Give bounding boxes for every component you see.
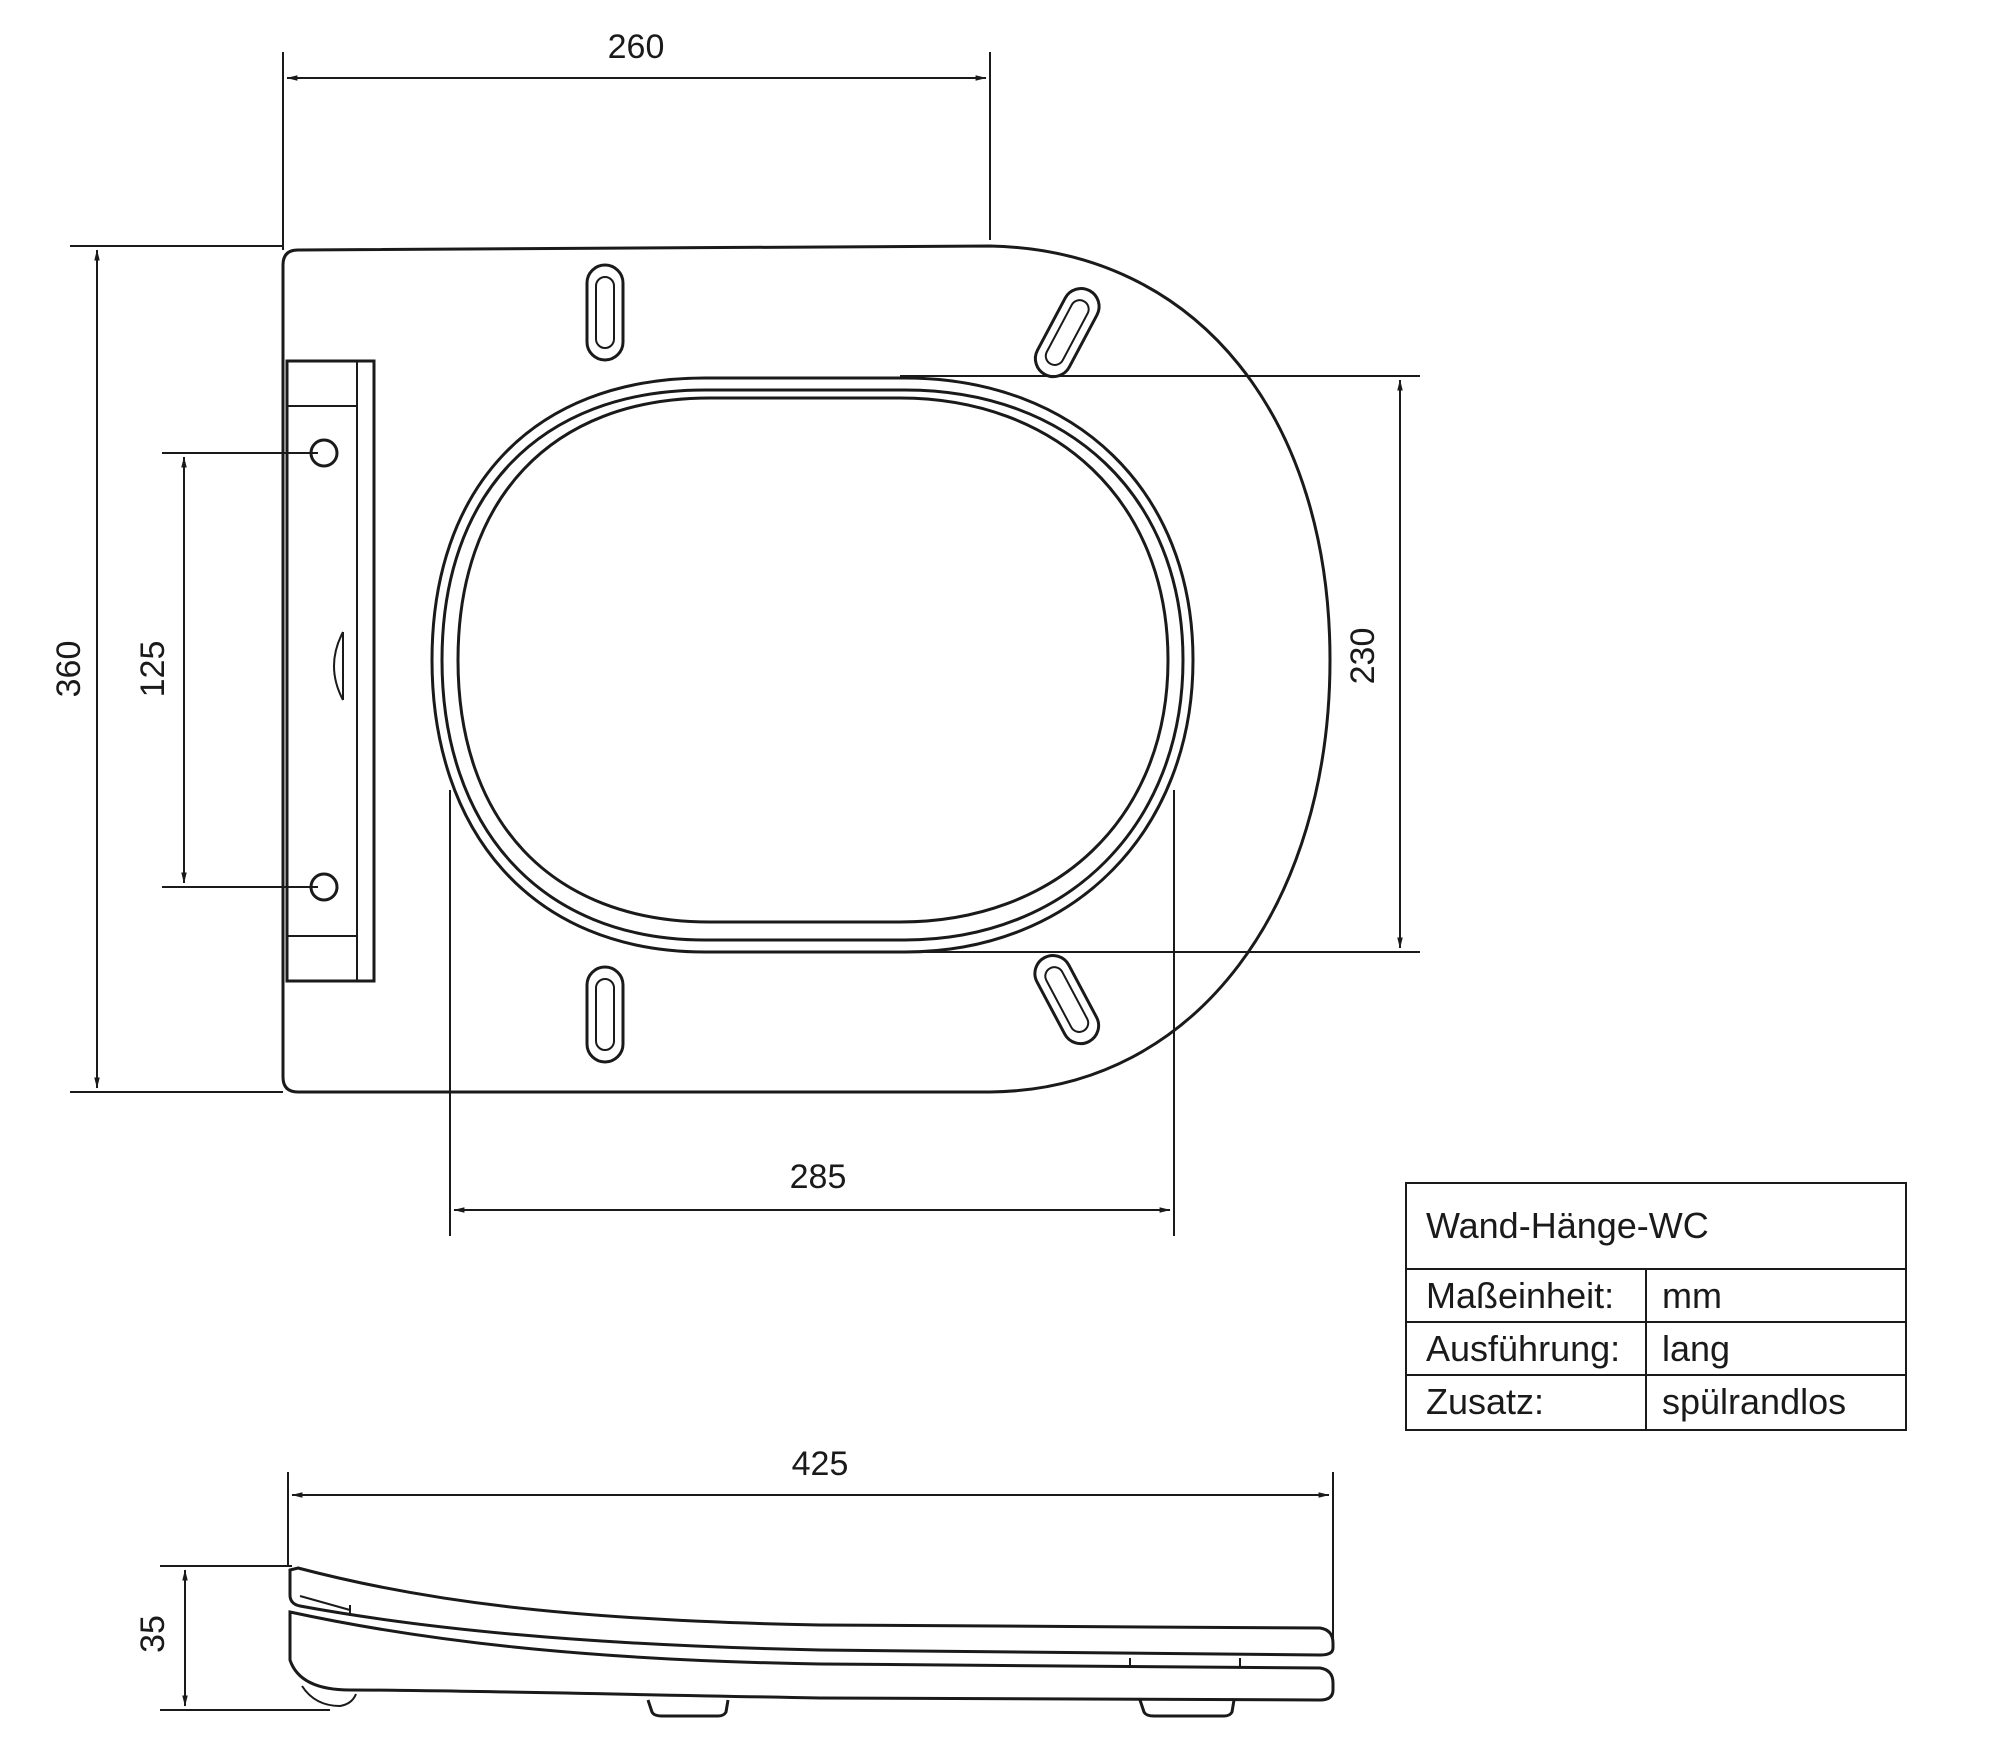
buffer-slot-top-right bbox=[1033, 287, 1101, 379]
side-buffer-front bbox=[646, 1699, 730, 1718]
info-table-value-unit: mm bbox=[1662, 1275, 1722, 1316]
seat-ring-inner bbox=[456, 396, 1170, 924]
info-table-label-version: Ausführung: bbox=[1426, 1328, 1620, 1369]
dimension-260: 260 bbox=[282, 28, 991, 250]
buffer-slot-bottom-right bbox=[1033, 954, 1101, 1046]
dimension-label-285: 285 bbox=[790, 1158, 847, 1196]
info-table-title: Wand-Hänge-WC bbox=[1426, 1205, 1709, 1246]
side-buffer-rear bbox=[1138, 1699, 1236, 1718]
dimension-label-425: 425 bbox=[792, 1445, 849, 1483]
dimension-35: 35 bbox=[134, 1565, 330, 1711]
info-table-label-unit: Maßeinheit: bbox=[1426, 1275, 1614, 1316]
info-table: Wand-Hänge-WC Maßeinheit: mm Ausführung:… bbox=[1405, 1182, 1907, 1431]
dimension-425: 425 bbox=[287, 1445, 1334, 1640]
dimension-360: 360 bbox=[50, 245, 283, 1093]
side-view: 425 35 bbox=[134, 1445, 1335, 1718]
buffer-slot-bottom-left bbox=[585, 965, 625, 1064]
dimension-125: 125 bbox=[134, 452, 318, 888]
seat-ring-outer bbox=[430, 376, 1195, 954]
hinge-plate bbox=[285, 359, 376, 983]
dimension-label-125: 125 bbox=[134, 641, 172, 698]
dimension-label-230: 230 bbox=[1344, 628, 1382, 685]
info-table-label-extra: Zusatz: bbox=[1426, 1381, 1544, 1422]
seat-ring-mid bbox=[440, 388, 1185, 942]
dimension-230: 230 bbox=[900, 375, 1420, 953]
dimension-label-35: 35 bbox=[134, 1615, 172, 1653]
seat-outline bbox=[281, 244, 1332, 1094]
info-table-value-version: lang bbox=[1662, 1328, 1730, 1369]
buffer-slot-top-left bbox=[585, 263, 625, 362]
top-view: 260 360 125 230 285 bbox=[50, 28, 1420, 1236]
info-table-value-extra: spülrandlos bbox=[1662, 1381, 1846, 1422]
side-seat bbox=[288, 1610, 1335, 1702]
dimension-label-260: 260 bbox=[608, 28, 665, 66]
dimension-label-360: 360 bbox=[50, 641, 88, 698]
side-lid bbox=[288, 1566, 1335, 1657]
dimension-285: 285 bbox=[449, 790, 1175, 1236]
